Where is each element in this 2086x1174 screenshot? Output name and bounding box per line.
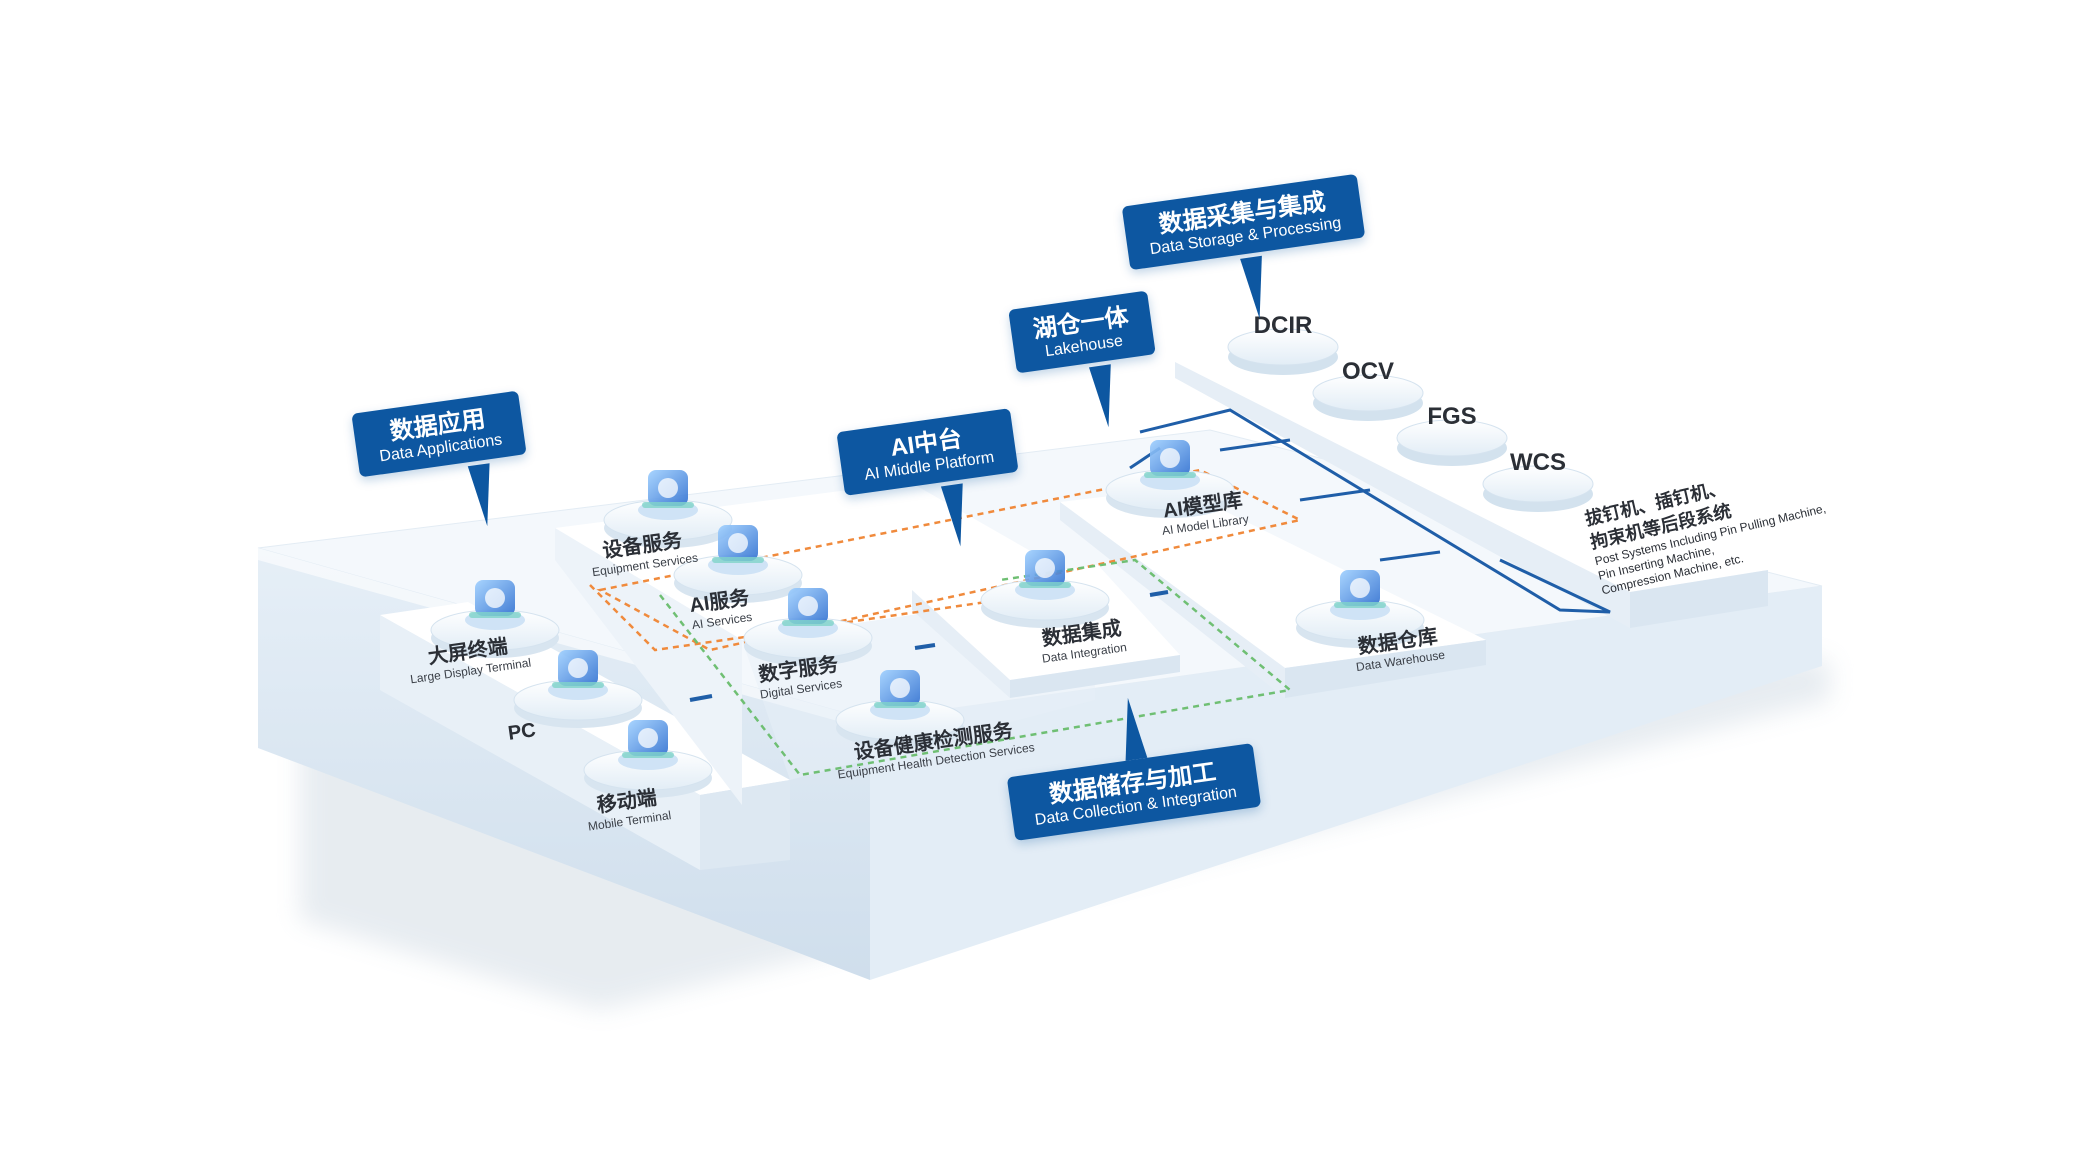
system-label-wcs: WCS (1510, 449, 1566, 476)
system-pucks: DCIR OCV FGS WCS (1227, 312, 1594, 512)
disc-large-display (430, 580, 560, 658)
disc-data-integration (980, 550, 1110, 628)
system-puck-dcir: DCIR (1227, 312, 1339, 375)
ai-icon (708, 525, 768, 575)
integration-icon (1015, 550, 1075, 600)
disc-digital-service (743, 588, 873, 666)
node-cn: PC (506, 719, 538, 745)
disc-ai-service (673, 525, 803, 603)
system-label-dcir: DCIR (1254, 312, 1313, 339)
disc-pc (513, 650, 643, 728)
health-check-icon (870, 670, 930, 720)
warehouse-icon (1330, 570, 1390, 620)
disc-warehouse (1295, 570, 1425, 648)
cloud-icon (778, 588, 838, 638)
user-icon (618, 720, 678, 770)
ai-boundary-orange-2 (589, 584, 1001, 652)
ai-boundary-orange (596, 468, 1304, 652)
disc-ai-model (1105, 440, 1235, 518)
disc-health-service (835, 670, 965, 748)
gear-icon (638, 470, 698, 520)
service-discs (430, 440, 1425, 798)
system-puck-fgs: FGS (1396, 403, 1508, 466)
system-puck-wcs: WCS (1482, 449, 1594, 512)
monitor-icon (465, 580, 525, 630)
system-label-fgs: FGS (1427, 403, 1476, 430)
disc-mobile (583, 720, 713, 798)
label-pc: PC (506, 718, 538, 746)
system-label-ocv: OCV (1342, 358, 1394, 385)
system-puck-ocv: OCV (1312, 358, 1424, 421)
data-boundary-green (659, 558, 1293, 777)
ai-icon (1140, 440, 1200, 490)
disc-equip-service (603, 470, 733, 548)
cube-icon (548, 650, 608, 700)
